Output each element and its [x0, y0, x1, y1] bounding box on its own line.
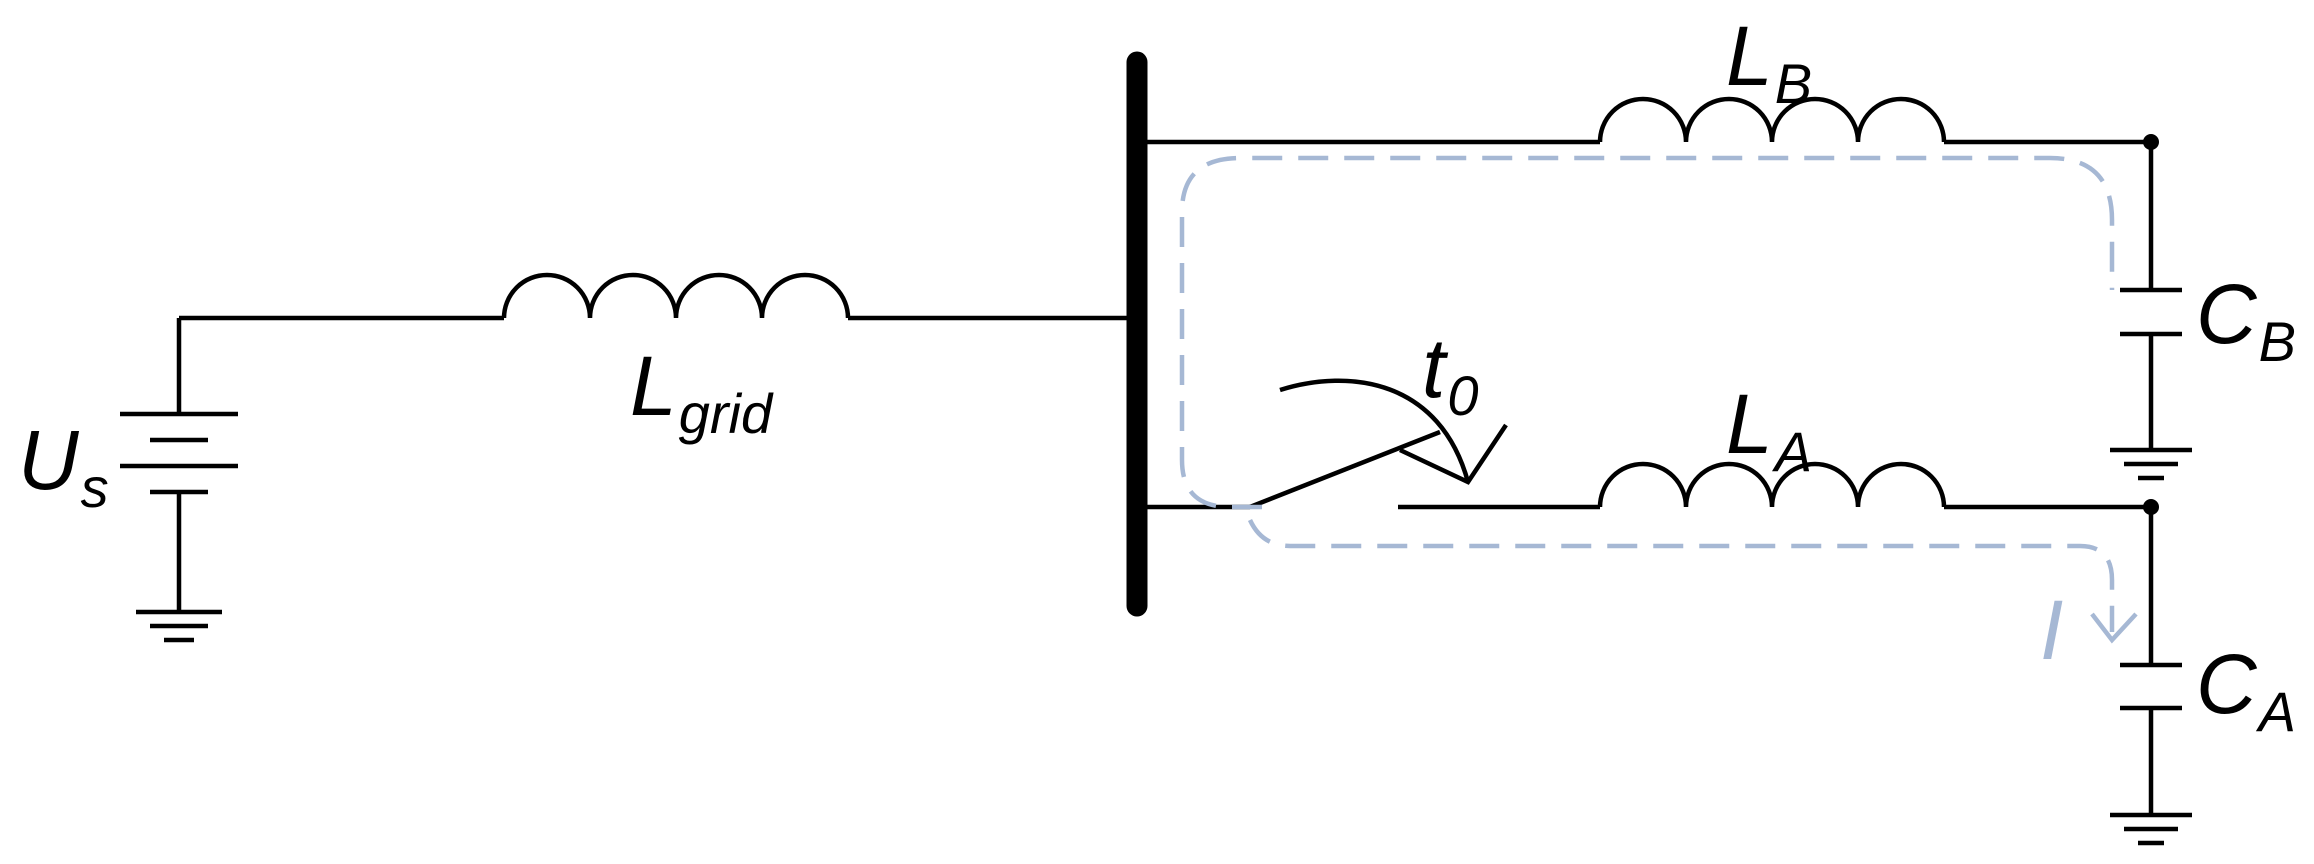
- label-capacitor-a: CA: [2196, 637, 2297, 743]
- current-path-lower: [1247, 518, 2115, 632]
- label-capacitor-b: CB: [2196, 267, 2297, 373]
- current-arrow-head: [2090, 612, 2138, 644]
- ground-symbol-a: [2110, 812, 2192, 846]
- capacitor-a: [2120, 662, 2182, 711]
- capacitor-b: [2120, 287, 2182, 337]
- current-path: [1179, 155, 2115, 510]
- inductor-grid-coil: [501, 272, 851, 319]
- label-grid-inductor: Lgrid: [630, 339, 773, 445]
- label-inductor-a: LA: [1726, 377, 1813, 483]
- label-inductor-b: LB: [1726, 9, 1813, 115]
- label-source: Us: [18, 413, 109, 519]
- voltage-source: [120, 318, 238, 612]
- inductor-b-coil: [1597, 96, 1947, 143]
- switch-arrow-head: [1399, 423, 1508, 485]
- label-switch-time: t0: [1422, 321, 1479, 427]
- switch-blade: [1249, 429, 1441, 510]
- ground-symbol: [136, 609, 222, 643]
- inductor-a-coil: [1597, 461, 1947, 508]
- switch-arrow-arc: [1279, 378, 1471, 483]
- label-current: I: [2040, 583, 2064, 677]
- ground-symbol-b: [2110, 447, 2192, 481]
